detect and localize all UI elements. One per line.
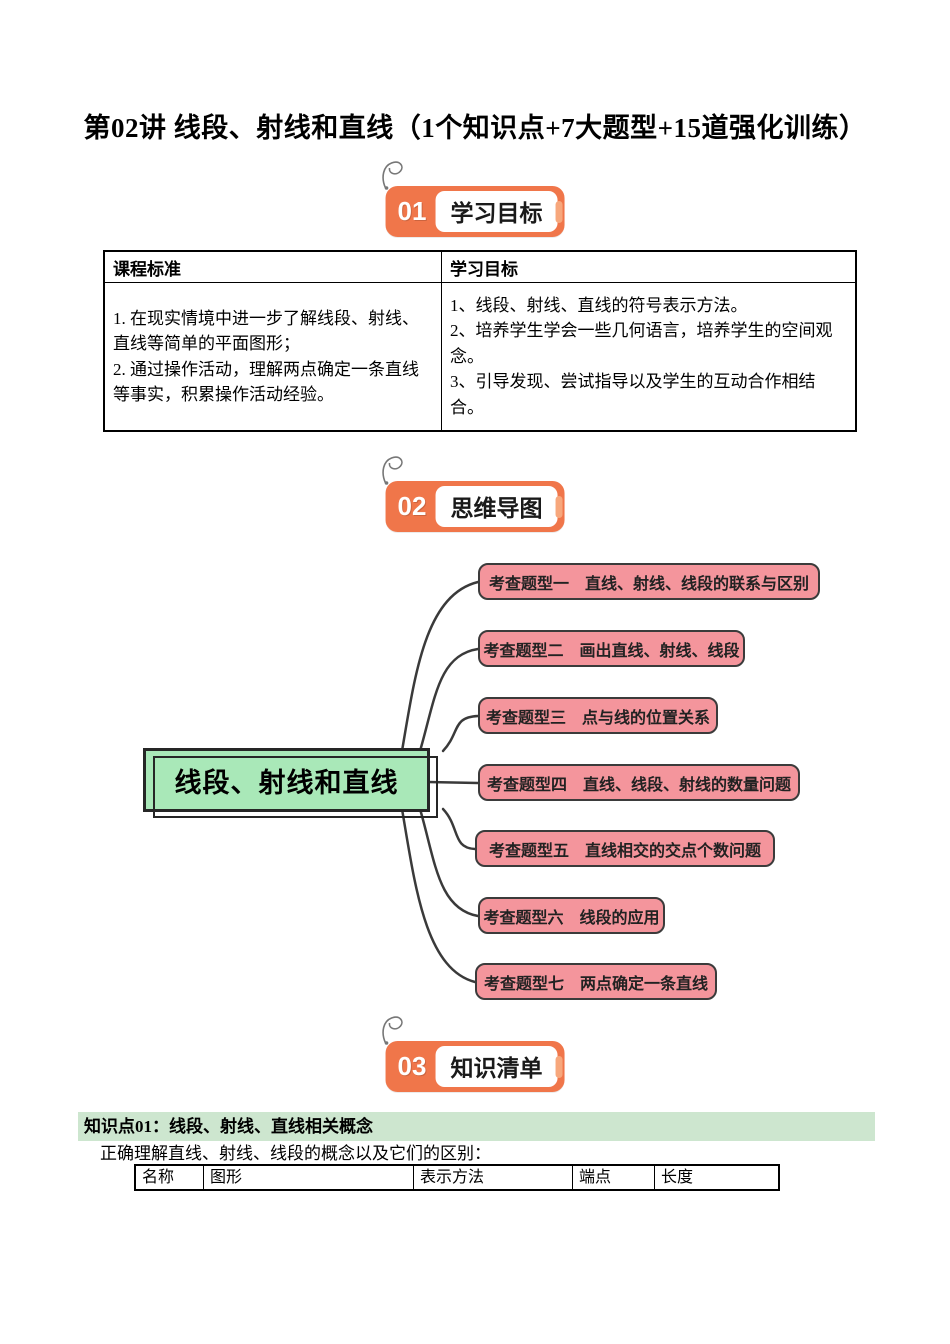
goal-item: 3、引导发现、尝试指导以及学生的互动合作相结合。	[450, 372, 816, 417]
section-header-mindmap: 02 思维导图	[382, 456, 565, 532]
section-badge: 03 知识清单	[385, 1041, 565, 1092]
section-badge: 01 学习目标	[385, 186, 565, 237]
page-title: 第02讲 线段、射线和直线（1个知识点+7大题型+15道强化训练）	[83, 113, 867, 143]
standard-item: 2. 通过操作活动，理解两点确定一条直线等事实，积累操作活动经验。	[113, 359, 419, 405]
mindmap-branch-7: 考查题型七 两点确定一条直线	[475, 963, 717, 1000]
mindmap-branch-3: 考查题型三 点与线的位置关系	[478, 697, 718, 734]
section-number: 03	[397, 1051, 427, 1081]
concept-col-figure: 图形	[204, 1166, 414, 1189]
standard-item: 1. 在现实情境中进一步了解线段、射线、直线等简单的平面图形；	[113, 308, 419, 354]
objectives-table-body-row: 1. 在现实情境中进一步了解线段、射线、直线等简单的平面图形； 2. 通过操作活…	[105, 283, 855, 430]
concept-col-length: 长度	[661, 1169, 694, 1186]
objectives-header-goals: 学习目标	[450, 259, 518, 279]
objectives-table-header-row: 课程标准 学习目标	[105, 252, 855, 283]
squiggle-doodle-icon	[382, 1016, 403, 1045]
concept-table-header-row: 名称 图形 表示方法 端点 长度	[134, 1164, 780, 1191]
concept-col-endpoints: 端点	[573, 1166, 655, 1189]
mindmap-connector-lines	[400, 580, 480, 984]
curriculum-standards-cell: 1. 在现实情境中进一步了解线段、射线、直线等简单的平面图形； 2. 通过操作活…	[105, 283, 442, 430]
mindmap-branch-2: 考查题型二 画出直线、射线、线段	[478, 630, 745, 667]
squiggle-doodle-icon	[382, 161, 403, 190]
knowledge-point-title-bar: 知识点01：线段、射线、直线相关概念	[78, 1112, 875, 1141]
concept-col-name: 名称	[136, 1166, 204, 1189]
section-label: 知识清单	[435, 1046, 558, 1087]
mindmap-branch-6: 考查题型六 线段的应用	[478, 897, 665, 934]
mindmap-branch-1: 考查题型一 直线、射线、线段的联系与区别	[478, 563, 820, 600]
section-label: 学习目标	[435, 191, 558, 232]
goal-item: 2、培养学生学会一些几何语言，培养学生的空间观念。	[450, 321, 833, 366]
mindmap-branch-5: 考查题型五 直线相交的交点个数问题	[475, 830, 775, 867]
section-badge: 02 思维导图	[385, 481, 565, 532]
learning-goals-cell: 1、线段、射线、直线的符号表示方法。 2、培养学生学会一些几何语言，培养学生的空…	[442, 283, 855, 430]
objectives-header-standards: 课程标准	[105, 252, 442, 282]
section-number: 01	[397, 196, 427, 226]
mindmap-branch-4: 考查题型四 直线、线段、射线的数量问题	[478, 764, 800, 801]
section-label: 思维导图	[435, 486, 558, 527]
section-number: 02	[397, 491, 427, 521]
section-header-knowledge-list: 03 知识清单	[382, 1016, 565, 1092]
mindmap-root-node: 线段、射线和直线	[143, 748, 438, 818]
concept-col-notation: 表示方法	[414, 1166, 573, 1189]
section-header-learning-goals: 01 学习目标	[382, 161, 565, 237]
goal-item: 1、线段、射线、直线的符号表示方法。	[450, 295, 748, 315]
squiggle-doodle-icon	[382, 456, 403, 485]
objectives-table: 课程标准 学习目标 1. 在现实情境中进一步了解线段、射线、直线等简单的平面图形…	[103, 250, 857, 432]
mindmap: 线段、射线和直线 考查题型一 直线、射线、线段的联系与区别 考查题型二 画出直线…	[130, 545, 850, 1015]
knowledge-intro-text: 正确理解直线、射线、线段的概念以及它们的区别：	[100, 1144, 491, 1163]
